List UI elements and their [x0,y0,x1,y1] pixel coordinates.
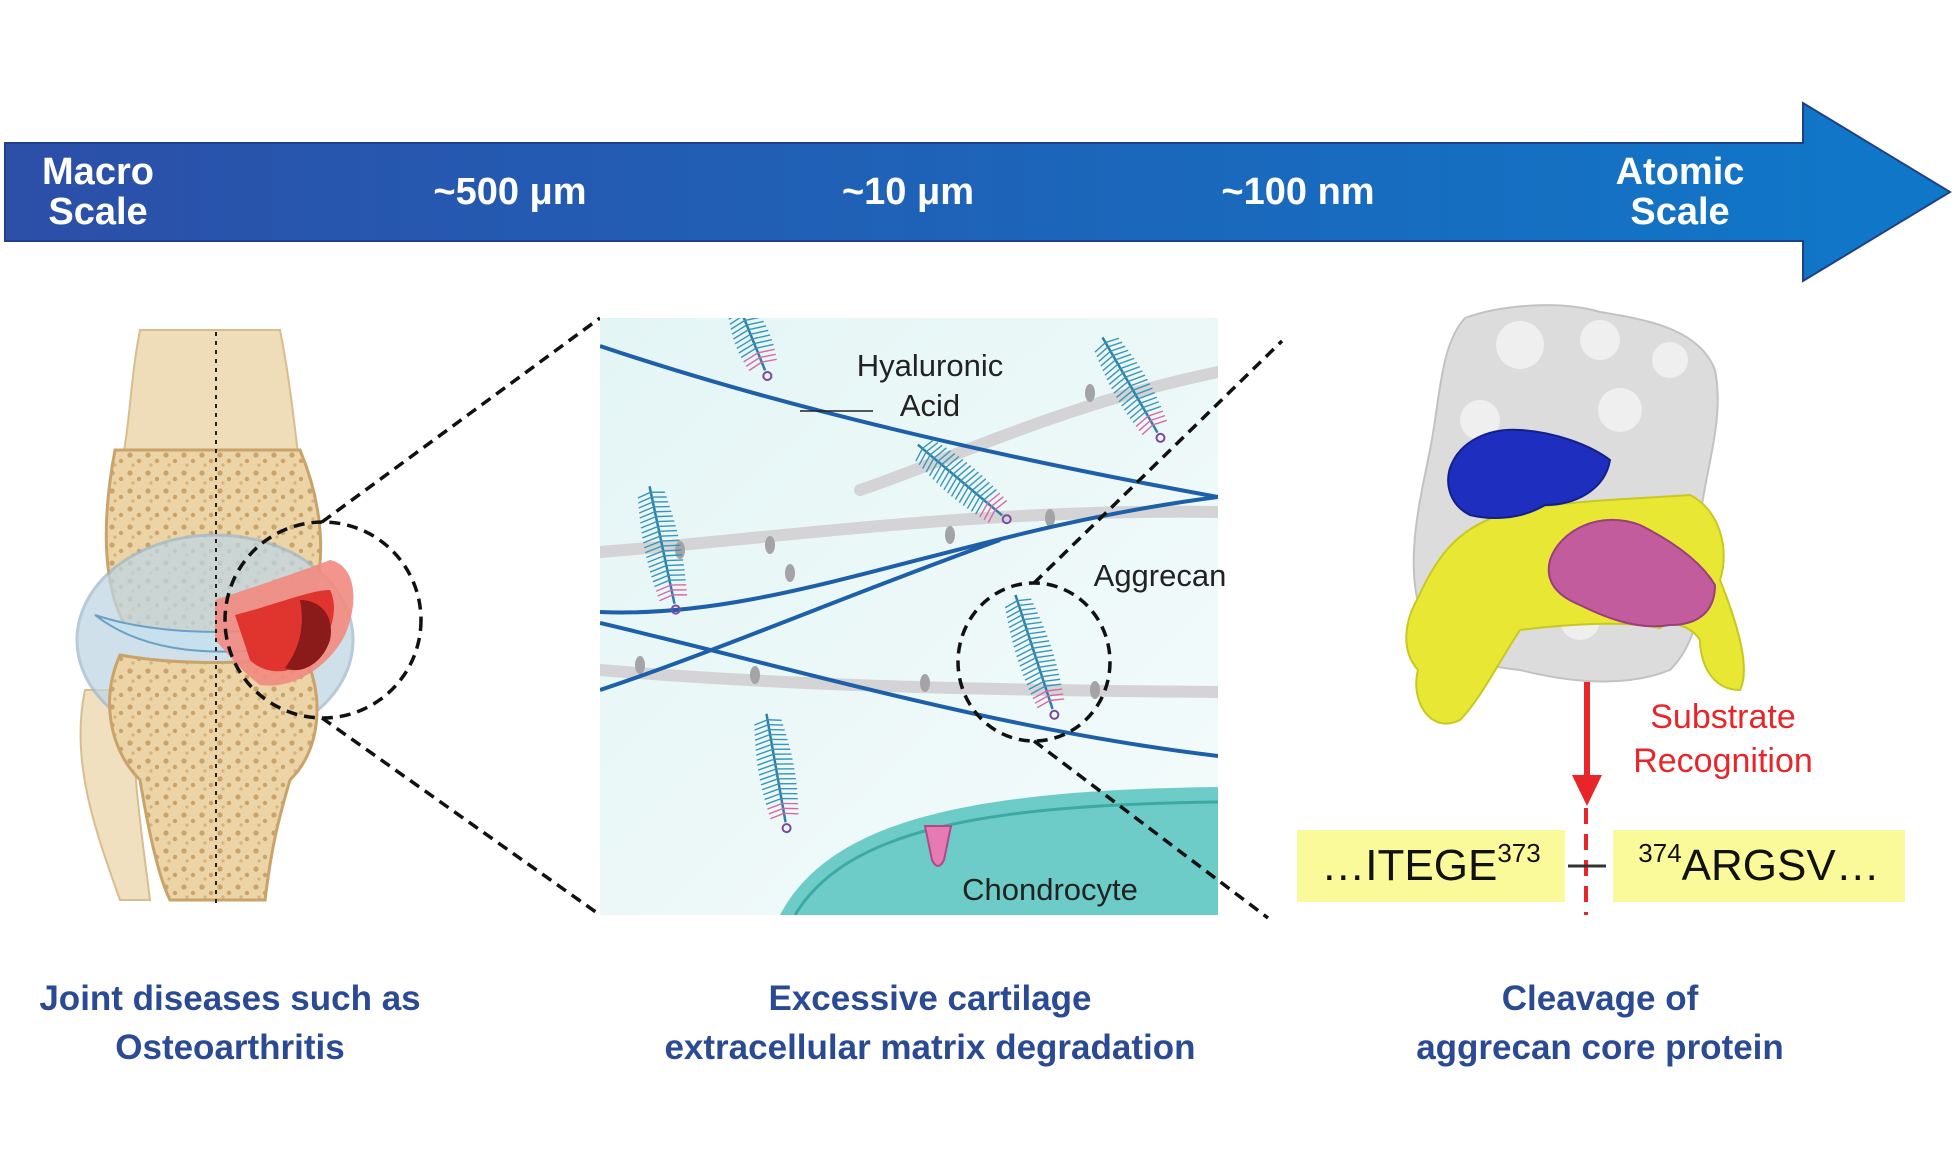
sequence-left: …ITEGE373 [1297,830,1565,902]
zoom-line [320,716,602,917]
chondrocyte-label: Chondrocyte [962,872,1138,907]
aggrecan-molecule [728,318,777,382]
aggrecan-molecule [1094,336,1168,443]
scale-label-macro: Macro Scale [42,151,154,233]
aggrecan-molecule [915,439,1012,525]
hyaluronic-acid-label: Hyaluronic Acid [856,348,1004,423]
scale-arrow [4,101,1952,283]
scale-label-10um: ~10 μm [841,171,975,213]
scale-label-100nm: ~100 nm [1221,171,1375,213]
zoom-line [1032,339,1284,585]
caption-matrix-degradation: Excessive cartilage extracellular matrix… [664,979,1196,1067]
protein-structure [1405,304,1745,725]
scale-label-500um: ~500 μm [433,171,587,213]
aggrecan-molecule [1004,594,1065,720]
sequence-right: 374ARGSV… [1613,830,1905,902]
knee-joint-illustration [75,329,423,904]
caption-joint-diseases: Joint diseases such as Osteoarthritis [39,979,421,1067]
matrix-inset [600,318,1218,915]
caption-aggrecan-cleavage: Cleavage of aggrecan core protein [1416,979,1784,1067]
scale-label-atomic: Atomic Scale [1615,151,1745,233]
aggrecan-label: Aggrecan [1093,558,1227,593]
zoom-line [1032,739,1270,920]
zoom-line [320,316,602,524]
aggrecan-molecule [754,713,799,834]
aggrecan-molecule [637,486,688,615]
substrate-recognition-label: Substrate Recognition [1633,698,1813,780]
